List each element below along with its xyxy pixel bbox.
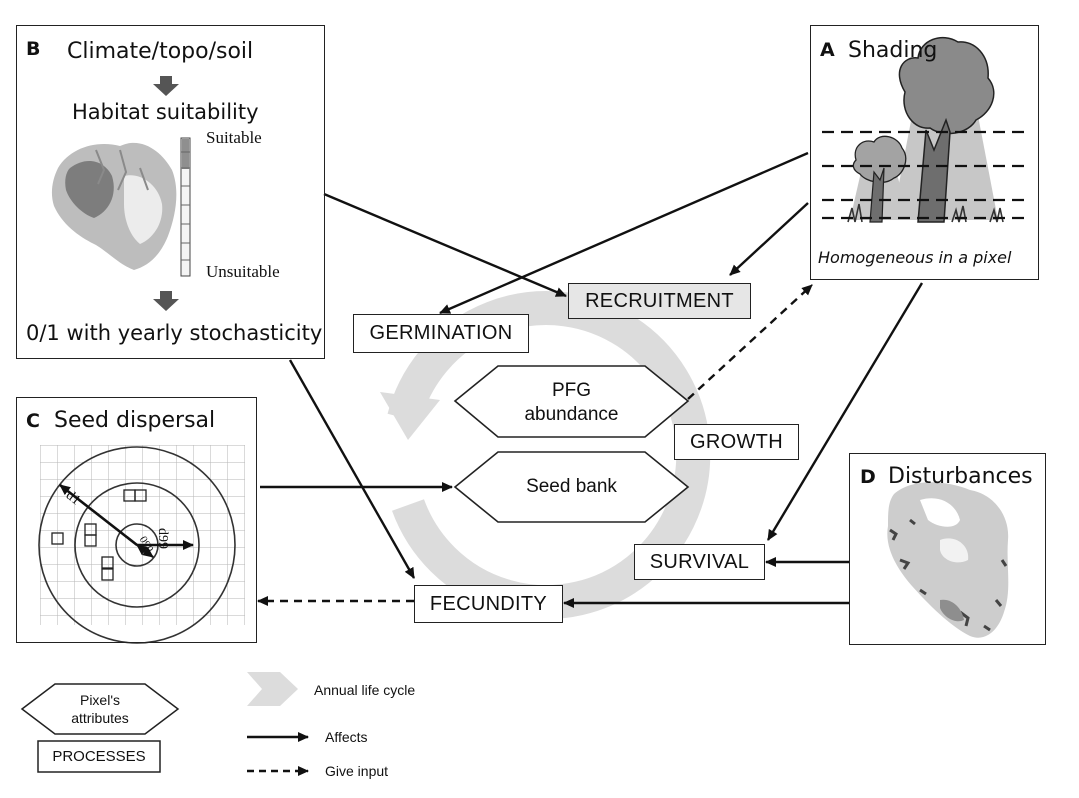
pfg-line1: PFG [551, 380, 592, 401]
legend-processes-box [37, 740, 161, 773]
legend-affects-label: Affects [325, 729, 368, 745]
panel-d-title: Disturbances [888, 464, 1033, 489]
seed-bank-label: Seed bank [526, 476, 617, 497]
legend-cycle-arrow-icon [247, 672, 298, 706]
scale-top-label: Suitable [206, 128, 262, 147]
legend-input-label: Give input [325, 763, 389, 779]
panel-c-seed-dispersal [16, 397, 257, 643]
process-fecundity: FECUNDITY [414, 585, 563, 623]
stochasticity-label: 0/1 with yearly stochasticity [26, 321, 323, 345]
panel-c-letter: C [26, 410, 40, 432]
homogeneous-caption: Homogeneous in a pixel [818, 248, 1012, 267]
habitat-suitability-map [51, 142, 177, 270]
habitat-suitability-label: Habitat suitability [72, 100, 259, 124]
panel-d-letter: D [860, 466, 876, 488]
suitability-scale-bar [180, 137, 191, 277]
disturbance-map [887, 482, 1009, 638]
process-germination: GERMINATION [353, 314, 529, 353]
connectors [257, 151, 924, 608]
panel-c-title: Seed dispersal [54, 408, 216, 433]
down-arrow-icon [153, 291, 179, 311]
pfg-abundance-hexagon [453, 365, 690, 438]
panel-b-title: Climate/topo/soil [67, 39, 254, 64]
down-arrow-icon [153, 76, 179, 96]
legend-attr-line1: Pixel's [79, 692, 121, 708]
pfg-line2: abundance [524, 404, 619, 425]
seed-dispersal-illustration [38, 445, 245, 644]
legend-attributes-label: Pixel's attributes [55, 691, 145, 727]
scale-bottom-label: Unsuitable [206, 262, 280, 281]
shading-illustration [822, 37, 1030, 223]
process-recruitment: RECRUITMENT [568, 283, 751, 319]
pfg-abundance-label: PFG abundance [498, 379, 645, 427]
legend-cycle-label: Annual life cycle [314, 682, 416, 698]
legend-attributes-hexagon [20, 683, 180, 735]
panel-a-shading [810, 25, 1039, 280]
panel-b-habitat [16, 25, 325, 359]
legend-processes-label: PROCESSES [52, 748, 146, 765]
panel-b-letter: B [26, 38, 41, 60]
panel-a-letter: A [820, 39, 835, 61]
seed-bank-hexagon [453, 451, 690, 523]
process-growth: GROWTH [674, 424, 799, 460]
process-survival: SURVIVAL [634, 544, 765, 580]
panel-a-title: Shading [848, 38, 938, 63]
legend-attr-line2: attributes [71, 710, 129, 726]
d99-label: d99 [155, 528, 170, 549]
panel-d-disturbances [849, 453, 1046, 645]
